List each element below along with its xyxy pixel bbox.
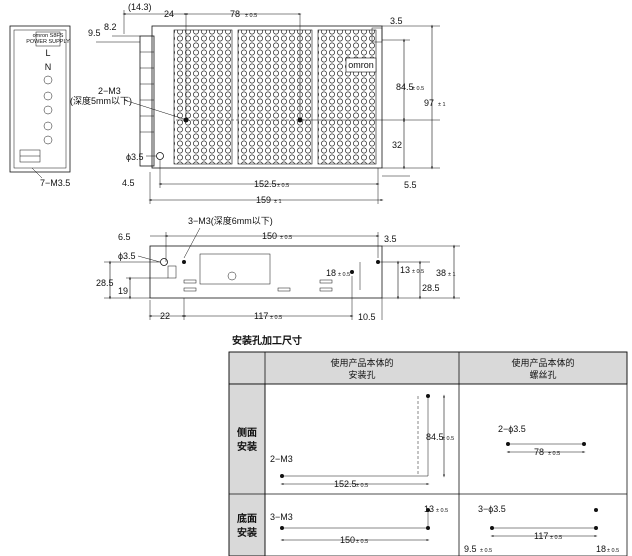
mount-hole-phi3-5 — [156, 152, 164, 160]
dim-150-tol: ± 0.5 — [280, 235, 292, 241]
side-screw-icon — [227, 271, 237, 281]
dim-117-tol: ± 0.5 — [270, 315, 282, 321]
top-view: omron S8FS POWER SUPPLY L N 7−M3.5 — [9, 2, 446, 205]
row-2-label-2: 安装 — [237, 526, 257, 539]
terminal-screw-icon — [43, 91, 53, 101]
dim-19: 19 — [118, 286, 128, 296]
dim-97: 97 — [424, 98, 434, 108]
r1-callout-2-m3: 2−M3 — [270, 454, 293, 464]
side-hole-m3 — [182, 260, 186, 264]
dim-117: 117 — [254, 311, 268, 321]
r2-d9-5-tol: ± 0.5 — [480, 548, 492, 554]
r2-d150: 150 — [340, 535, 355, 545]
r2-d117: 117 — [534, 531, 548, 541]
callout-2-m3: 2−M3 — [98, 86, 121, 96]
terminal-screw-icon — [43, 121, 53, 131]
dim-159-tol: ± 1 — [274, 199, 282, 205]
header-1-line-2: 安装孔 — [348, 369, 375, 380]
terminal-screw-icon — [43, 105, 53, 115]
terminal-label-l: L — [45, 48, 50, 58]
dim-28-5-left: 28.5 — [96, 278, 114, 288]
callout-7-m3-5: 7−M3.5 — [40, 178, 70, 188]
main-body-top: omron — [139, 25, 383, 169]
table-title: 安装孔加工尺寸 — [232, 334, 302, 347]
dim-6-5: 6.5 — [118, 232, 131, 242]
side-body — [149, 245, 383, 299]
r2-d18-tol: ± 0.5 — [607, 548, 619, 554]
callout-2-m3-depth: (深度5mm以下) — [70, 95, 132, 106]
header-2-line-2: 螺丝孔 — [529, 369, 556, 380]
dim-28-5-right: 28.5 — [422, 283, 440, 293]
r2-d117-tol: ± 0.5 — [550, 535, 562, 541]
dim-84-5: 84.5 — [396, 82, 414, 92]
row-1-label-2: 安装 — [237, 440, 257, 453]
terminal-screw-icon — [43, 135, 53, 145]
dim-18-tol: ± 0.5 — [338, 272, 350, 278]
dim-22: 22 — [160, 311, 170, 321]
terminal-label-n: N — [45, 62, 52, 72]
dim-10-5: 10.5 — [358, 312, 376, 322]
label-plate-text: omron S8FS — [33, 33, 64, 39]
r2-d9-5: 9.5 — [464, 544, 477, 554]
dim-3-5-side: 3.5 — [384, 234, 397, 244]
dim-3-5-top: 3.5 — [390, 16, 403, 26]
r1-d84-5: 84.5 — [426, 432, 444, 442]
dim-150: 150 — [262, 231, 277, 241]
r1-d78-tol: ± 0.5 — [548, 451, 560, 457]
dim-24: 24 — [164, 9, 174, 19]
mounting-hole-table: 安装孔加工尺寸 使用产品本体的 安装孔 使用产品本体的 螺丝孔 侧面 安装 底面… — [228, 334, 628, 556]
r2-callout-3-m3: 3−M3 — [270, 512, 293, 522]
r2-d150-tol: ± 0.5 — [356, 539, 368, 545]
row-1-label-1: 侧面 — [237, 426, 257, 439]
r2-d13: 13 — [424, 504, 434, 514]
dim-9-5: 9.5 — [88, 28, 101, 38]
dim-13-tol: ± 0.5 — [412, 269, 424, 275]
callout-3-m3: 3−M3(深度6mm以下) — [188, 215, 273, 226]
terminal-screw-icon — [43, 75, 53, 85]
dim-152-5: 152.5 — [254, 179, 277, 189]
terminal-end-view: omron S8FS POWER SUPPLY L N — [9, 25, 71, 173]
dim-8-2: 8.2 — [104, 22, 117, 32]
r1-d152-5-tol: ± 0.5 — [356, 483, 368, 489]
phi-3-5-top: ϕ3.5 — [126, 152, 144, 162]
terminal-block — [139, 35, 155, 167]
dim-14-3: (14.3) — [128, 2, 152, 12]
row-2-label-1: 底面 — [237, 512, 257, 525]
r1-d78: 78 — [534, 447, 544, 457]
side-hole-phi3-5 — [160, 258, 168, 266]
r2-d18: 18 — [596, 544, 606, 554]
dim-5-5: 5.5 — [404, 180, 417, 190]
dim-13: 13 — [400, 265, 410, 275]
label-plate-text: POWER SUPPLY — [26, 39, 70, 45]
r1-d84-5-tol: ± 0.5 — [442, 436, 454, 442]
side-view: 3−M3(深度6mm以下) 6.5 150 ± 0.5 ϕ3.5 28.5 19 — [96, 215, 460, 322]
dim-78: 78 — [230, 9, 240, 19]
side-hole-m3 — [350, 270, 354, 274]
dim-84-5-tol: ± 0.5 — [412, 86, 424, 92]
dim-38: 38 — [436, 268, 446, 278]
dim-152-5-tol: ± 0.5 — [277, 183, 289, 189]
dim-18: 18 — [326, 268, 336, 278]
r1-d152-5: 152.5 — [334, 479, 357, 489]
header-2-line-1: 使用产品本体的 — [511, 357, 574, 368]
r1-callout-2-phi3-5: 2−ϕ3.5 — [498, 424, 526, 434]
r2-d13-tol: ± 0.5 — [436, 508, 448, 514]
dim-97-tol: ± 1 — [438, 102, 446, 108]
dim-38-tol: ± 1 — [448, 272, 456, 278]
dim-4-5: 4.5 — [122, 178, 135, 188]
dim-78-tol: ± 0.5 — [245, 13, 257, 19]
header-1-line-1: 使用产品本体的 — [330, 357, 393, 368]
dim-159: 159 — [256, 195, 271, 205]
dim-32: 32 — [392, 140, 402, 150]
r2-callout-3-phi3-5: 3−ϕ3.5 — [478, 504, 506, 514]
phi-3-5-side: ϕ3.5 — [118, 251, 136, 261]
brand-logo: omron — [348, 60, 374, 70]
